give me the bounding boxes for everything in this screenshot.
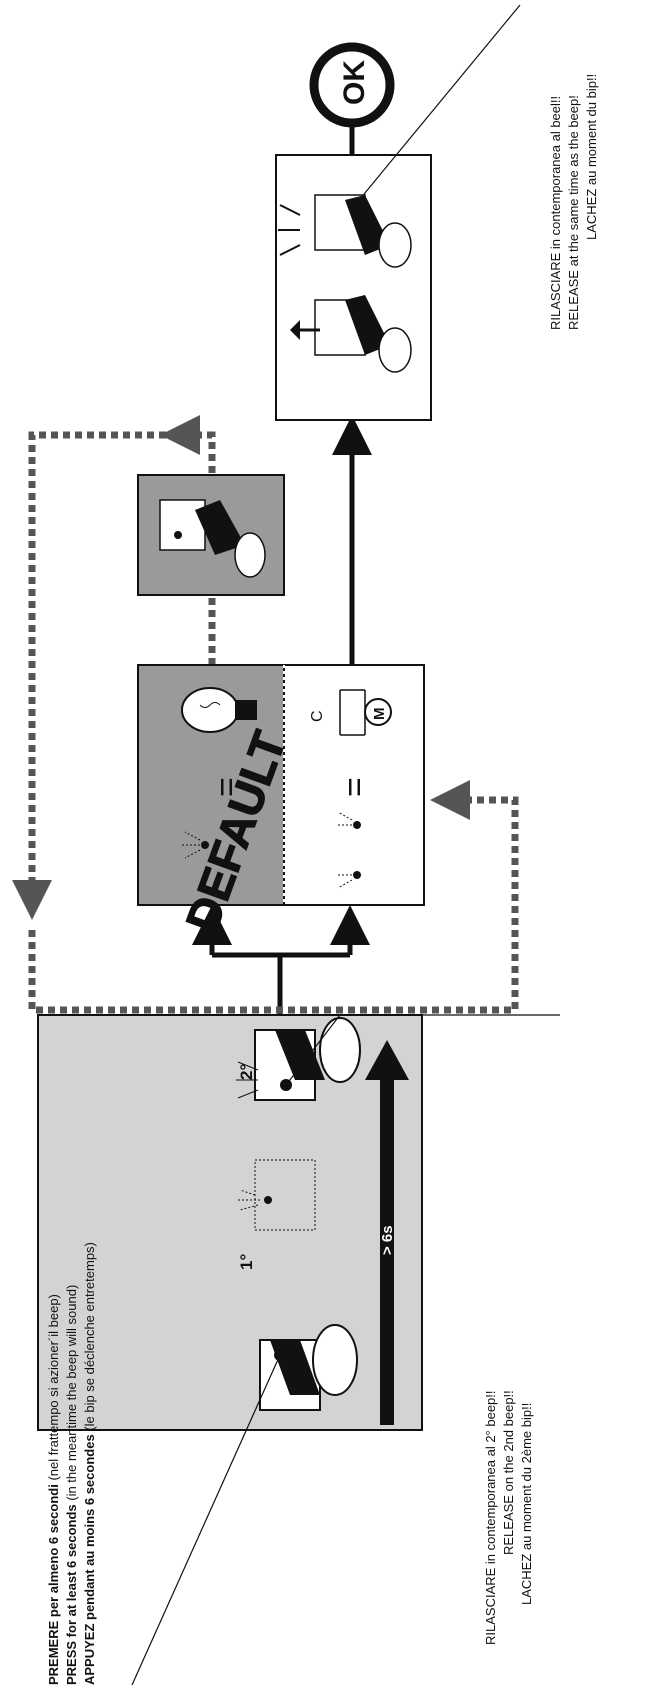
mode-panel: DEFAULT = M C =: [137, 664, 425, 939]
release-2nd-instructions: RILASCIARE in contemporanea al 2° beep!!…: [483, 1390, 534, 1645]
release-2nd-line-1: RILASCIARE in contemporanea al 2° beep!!: [483, 1390, 498, 1645]
arrow-to-alt: [330, 905, 370, 945]
release-final-line-2: RELEASE at the same time as the beep!: [566, 95, 581, 330]
release-final-line-3: LACHEZ au moment du bip!!: [584, 74, 599, 240]
equals-bottom: =: [336, 777, 374, 797]
double-beep-icon: [336, 811, 361, 889]
release-2nd-line-3: LACHEZ au moment du 2ème bip!!: [519, 1403, 534, 1605]
timing-arrow-head: [365, 1040, 409, 1080]
press-instr-line-2: PRESS for at least 6 seconds (in the mea…: [64, 1285, 79, 1685]
release-final-line-1: RILASCIARE in contemporanea al beel!!: [548, 96, 563, 330]
equals-top: =: [208, 777, 246, 797]
ok-label: OK: [338, 60, 371, 105]
motor-icon: [339, 689, 392, 736]
dotted-arrow-right: [430, 780, 470, 820]
arrow-to-final: [332, 415, 372, 455]
dotted-arrow-top: [160, 415, 200, 455]
single-beep-icon: [182, 831, 209, 859]
arrow-to-default: [192, 905, 232, 945]
hand-press-illustration: [259, 1324, 358, 1411]
default-reset-panel: [137, 474, 285, 596]
bulb-icon: [181, 687, 257, 733]
beep-1-label: 1°: [237, 1254, 256, 1270]
beep-1-ghost-illustration: [238, 1159, 316, 1231]
capacitor-label: C: [309, 710, 326, 722]
release-2nd-line-2: RELEASE on the 2nd beep!!: [501, 1390, 516, 1555]
flow-connectors: [192, 125, 372, 1015]
dotted-arrow-left: [12, 880, 52, 920]
release-final-instructions: RILASCIARE in contemporanea al beel!! RE…: [548, 74, 599, 330]
press-instructions: PREMERE per almeno 6 secondi (nel fratte…: [46, 1242, 97, 1685]
final-release-panel: [275, 154, 432, 421]
press-instr-line-1: PREMERE per almeno 6 secondi (nel fratte…: [46, 1294, 61, 1685]
beep-2-label: 2°: [237, 1064, 256, 1080]
motor-label: M: [371, 708, 388, 721]
ok-badge: OK: [309, 42, 395, 128]
press-sequence-panel: > 6s 1° 2°: [37, 1014, 560, 1686]
timing-bar: [380, 1075, 394, 1425]
timing-label: > 6s: [379, 1225, 396, 1255]
press-instr-line-3: APPUYEZ pendant au moins 6 secondes (le …: [82, 1242, 97, 1685]
